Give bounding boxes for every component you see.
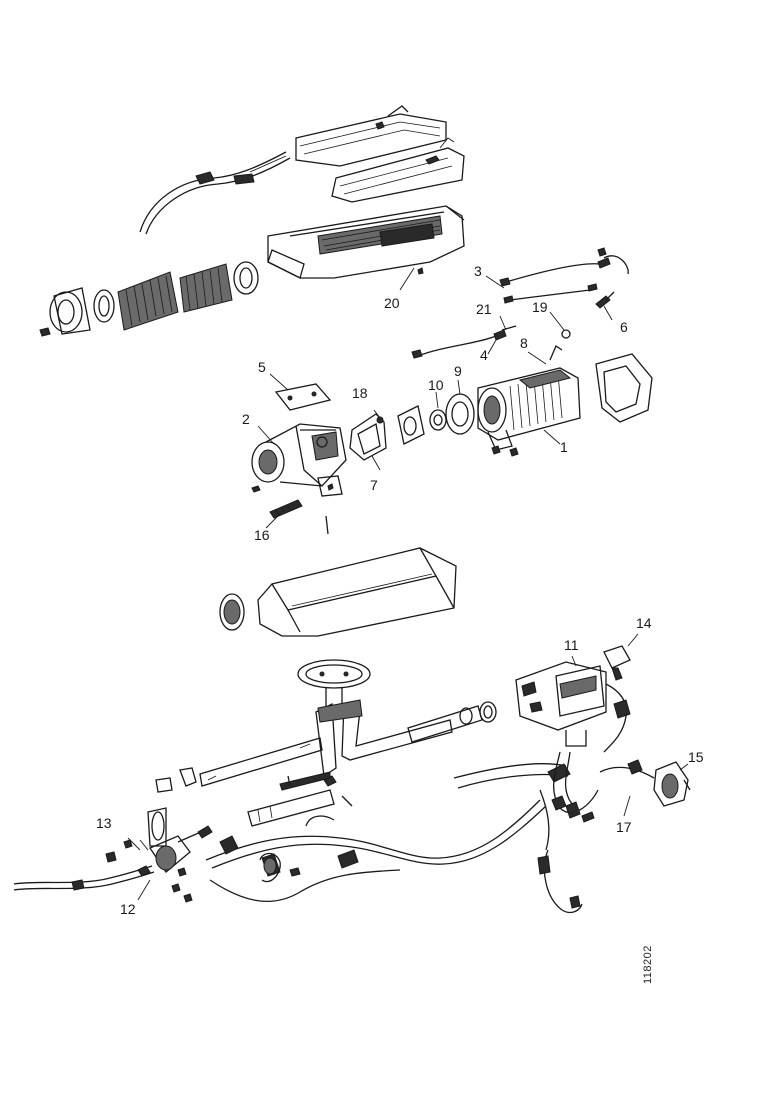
- callout-17: 17: [616, 819, 632, 835]
- burner-blower-part: [251, 423, 347, 497]
- small-parts-16: [251, 425, 329, 535]
- callout-18: 18: [352, 385, 368, 401]
- callout-14: 14: [636, 615, 652, 631]
- main-wiring-harness: [205, 762, 571, 903]
- callout-21: 21: [476, 301, 492, 317]
- callout-7: 7: [370, 477, 378, 493]
- callout-9: 9: [454, 363, 462, 379]
- sensor-part: [127, 837, 281, 901]
- callout-20: 20: [384, 295, 400, 311]
- control-unit-part: [515, 655, 607, 747]
- fuel-line: [13, 865, 155, 891]
- callout-2: 2: [242, 411, 250, 427]
- heat-exchanger-part: [477, 345, 581, 457]
- leaders-upper-right: [485, 275, 613, 365]
- flex-duct-assembly: [39, 261, 259, 337]
- callout-12: 12: [120, 901, 136, 917]
- callout-8: 8: [520, 335, 528, 351]
- callout-11: 11: [564, 637, 579, 653]
- heater-shell-upper: [267, 205, 465, 279]
- relay-part: [603, 633, 639, 753]
- callout-13: 13: [96, 815, 112, 831]
- callout-19: 19: [532, 299, 548, 315]
- bracket-part-5: [269, 373, 332, 411]
- callout-3: 3: [474, 263, 482, 279]
- heater-shell-lower: [219, 547, 457, 637]
- leaders-mid: [371, 379, 561, 471]
- sub-harness-right: [537, 751, 655, 914]
- wire-and-glow-plug-set: [411, 247, 629, 359]
- upper-cover-part: [295, 105, 447, 167]
- switch-part: [623, 761, 691, 817]
- callout-4: 4: [480, 347, 488, 363]
- callout-6: 6: [620, 319, 628, 335]
- cable-harness-top: [139, 151, 291, 235]
- seal-rings: [349, 393, 475, 461]
- end-cap-part: [595, 353, 653, 423]
- callout-16: 16: [254, 527, 270, 543]
- callout-5: 5: [258, 359, 266, 375]
- callout-15: 15: [688, 749, 704, 765]
- hoses-and-clamps: [247, 771, 353, 827]
- fuel-pump-part: [105, 807, 213, 903]
- drawing-reference-number: 118202: [642, 945, 654, 984]
- second-cover-part: [331, 137, 465, 203]
- callout-1: 1: [560, 439, 568, 455]
- callout-10: 10: [428, 377, 444, 393]
- leader-20: [399, 267, 415, 291]
